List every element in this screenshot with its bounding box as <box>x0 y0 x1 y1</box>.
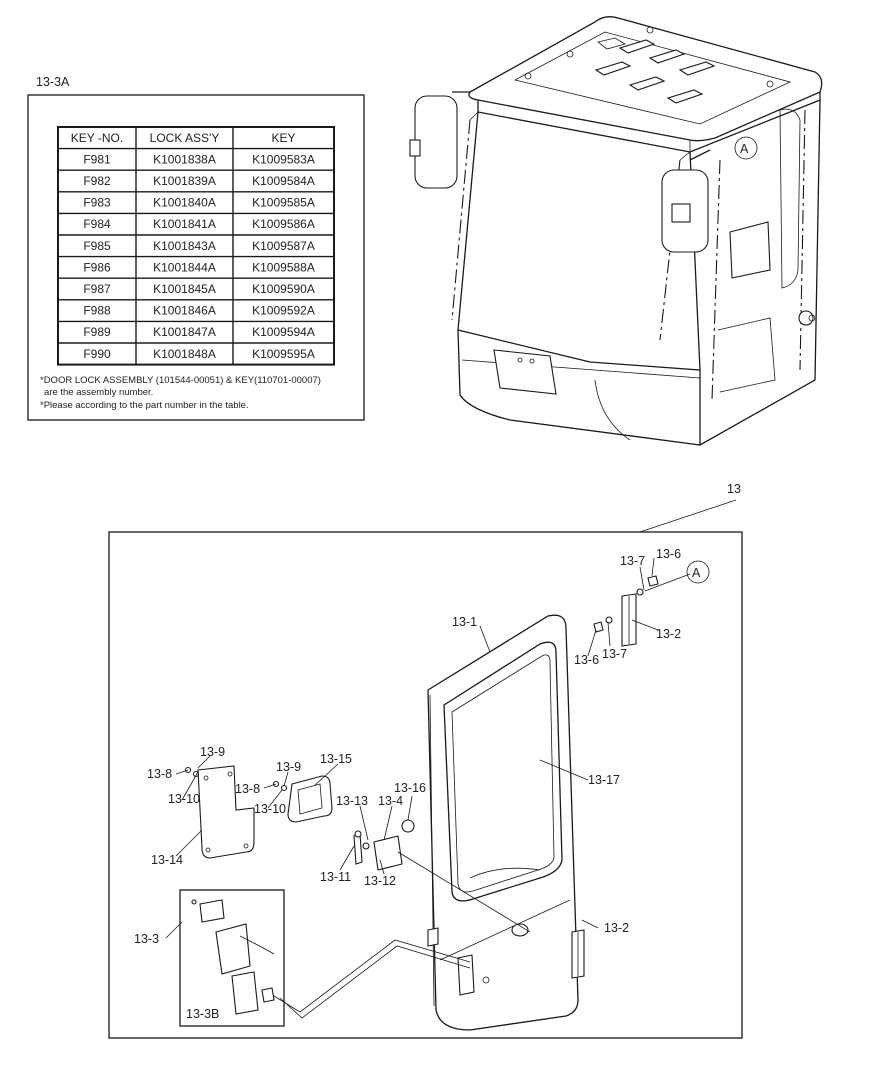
key-table-cell: K1001839A <box>153 174 216 188</box>
note-line-2: are the assembly number. <box>44 387 153 398</box>
key-table-cell: F988 <box>83 304 111 318</box>
key-table-cell: F987 <box>83 282 111 296</box>
assembly-label: 13 <box>727 482 741 496</box>
callout-13-10-left: 13-10 <box>168 792 200 806</box>
key-table-cell: K1001838A <box>153 152 216 166</box>
key-table-cell: K1009592A <box>252 304 315 318</box>
callout-13-8-right: 13-8 <box>235 782 260 796</box>
callout-13-9-left: 13-9 <box>200 745 225 759</box>
key-table-cell: K1001841A <box>153 217 216 231</box>
callout-13-6-lower: 13-6 <box>574 653 599 667</box>
callout-13-7-upper: 13-7 <box>620 554 645 568</box>
callout-13-15: 13-15 <box>320 752 352 766</box>
key-table-cell: F986 <box>83 260 111 274</box>
key-table-cell: F983 <box>83 196 111 210</box>
callout-13-7-lower: 13-7 <box>602 647 627 661</box>
callout-13-2-lower: 13-2 <box>604 921 629 935</box>
inset-label: 13-3A <box>36 75 70 89</box>
detail-a-label-door: A <box>692 566 701 580</box>
callout-13-17: 13-17 <box>588 773 620 787</box>
key-table-cell: K1001845A <box>153 282 216 296</box>
door-assembly-frame <box>108 531 743 1039</box>
key-table-header-cell: KEY -NO. <box>71 131 123 145</box>
callout-13-12: 13-12 <box>364 874 396 888</box>
callout-13-2-upper: 13-2 <box>656 627 681 641</box>
key-table-cell: K1009594A <box>252 325 315 339</box>
callout-13-16: 13-16 <box>394 781 426 795</box>
key-table-cell: K1001840A <box>153 196 216 210</box>
key-table-cell: F984 <box>83 217 111 231</box>
key-table-cell: K1009586A <box>252 217 315 231</box>
callout-13-11: 13-11 <box>320 870 351 884</box>
callout-13-1: 13-1 <box>452 615 477 629</box>
detail-a-label: A <box>740 142 749 156</box>
callout-13-6-upper: 13-6 <box>656 547 681 561</box>
detail-a-marker <box>734 136 758 160</box>
key-table-cell: F985 <box>83 239 111 253</box>
key-table-header-cell: LOCK ASS'Y <box>150 131 220 145</box>
key-table-cell: F990 <box>83 347 111 361</box>
callout-13-10-right: 13-10 <box>254 802 286 816</box>
key-table-cell: K1009590A <box>252 282 315 296</box>
key-table-cell: K1001846A <box>153 304 216 318</box>
key-table-cell: K1001847A <box>153 325 216 339</box>
callout-13-13: 13-13 <box>336 794 368 808</box>
key-table-cell: K1009595A <box>252 347 315 361</box>
callout-13-3: 13-3 <box>134 932 159 946</box>
inset-13-3a: 13-3A KEY -NO. LOCK ASS'Y KEY F981 K1001838A… <box>27 75 365 421</box>
note-line-3: *Please according to the part number in … <box>40 400 249 411</box>
key-table-cell: K1009583A <box>252 152 315 166</box>
inset-frame <box>27 94 365 421</box>
key-table-cell: K1001844A <box>153 260 216 274</box>
door-assembly: 13 A <box>108 482 743 1039</box>
key-table: KEY -NO. LOCK ASS'Y KEY F981 K1001838A K10095… <box>57 126 335 366</box>
key-table-border <box>57 126 335 366</box>
cab-illustration: A <box>409 16 823 447</box>
detail-box-13-3 <box>179 889 285 1027</box>
callout-13-3b: 13-3B <box>186 1007 219 1021</box>
callout-13-14: 13-14 <box>151 853 183 867</box>
key-table-cell: K1001843A <box>153 239 216 253</box>
key-table-cell: F981 <box>83 152 111 166</box>
key-table-cell: K1001848A <box>153 347 216 361</box>
key-table-cell: F989 <box>83 325 111 339</box>
key-table-header-cell: KEY <box>271 131 295 145</box>
callout-13-8-left: 13-8 <box>147 767 172 781</box>
callout-13-9-right: 13-9 <box>276 760 301 774</box>
note-line-1: *DOOR LOCK ASSEMBLY (101544-00051) & KEY… <box>40 375 321 386</box>
key-table-cell: F982 <box>83 174 111 188</box>
callout-13-4: 13-4 <box>378 794 403 808</box>
key-table-cell: K1009585A <box>252 196 315 210</box>
key-table-cell: K1009587A <box>252 239 315 253</box>
key-table-cell: K1009588A <box>252 260 315 274</box>
key-table-cell: K1009584A <box>252 174 315 188</box>
